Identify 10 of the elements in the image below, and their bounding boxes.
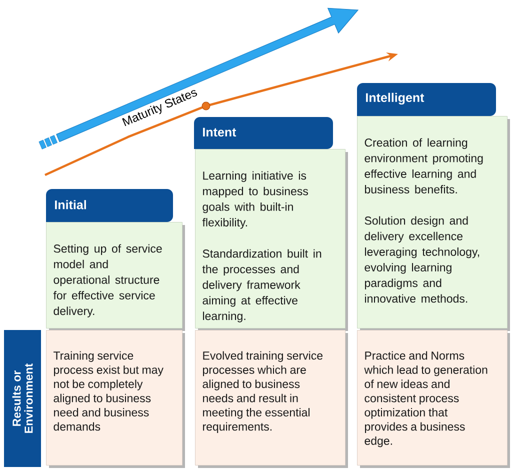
description-box: Creation of learning environment promoting effective learning and business benefits. Solution design and delivery excellence leveraging technology, evolving learning paradigms and innovative methods.: [357, 116, 510, 331]
description-box: Training service process exist but may not be completely aligned to business need and business demands: [46, 330, 185, 468]
stage-tab: Intelligent: [357, 83, 496, 116]
description-box: Setting up of service model and operational structure for effective service delivery.: [46, 222, 185, 331]
description-box: Evolved training service processes which are aligned to business needs and result in meeting the essential requirements.: [195, 330, 348, 468]
description-box: Learning initiative is mapped to business goals with built-in flexibility. Standardization built in the processes and delivery framework aiming at effective learning.: [195, 149, 348, 331]
stage-tab: Intent: [194, 117, 333, 149]
row-label-box: Results or Environment: [4, 330, 41, 467]
stage-tab: Initial: [46, 189, 173, 222]
description-box: Practice and Norms which lead to generation of new ideas and consistent process optimization that provides a business edge.: [357, 330, 510, 468]
